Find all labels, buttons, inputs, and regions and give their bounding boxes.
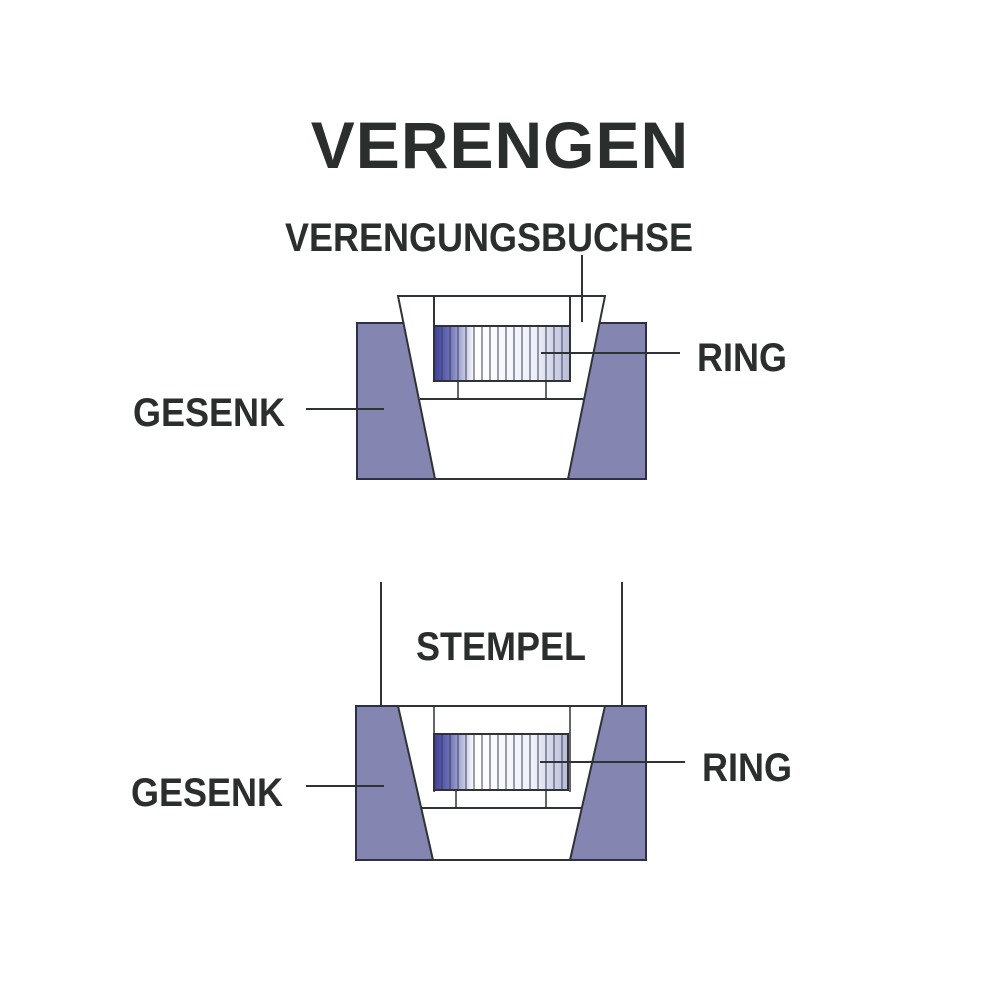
diagram-title: VERENGEN — [310, 108, 690, 182]
label-gesenk-top: GESENK — [133, 391, 286, 435]
label-ring-bottom: RING — [702, 746, 792, 790]
bottom-assembly — [306, 582, 685, 861]
bushing-top — [396, 295, 607, 480]
label-ring-top: RING — [697, 336, 787, 380]
label-gesenk-bottom: GESENK — [131, 771, 284, 815]
label-verengungsbuchse: VERENGUNGSBUCHSE — [285, 216, 694, 260]
label-stempel: STEMPEL — [416, 625, 587, 669]
top-assembly — [306, 255, 680, 480]
